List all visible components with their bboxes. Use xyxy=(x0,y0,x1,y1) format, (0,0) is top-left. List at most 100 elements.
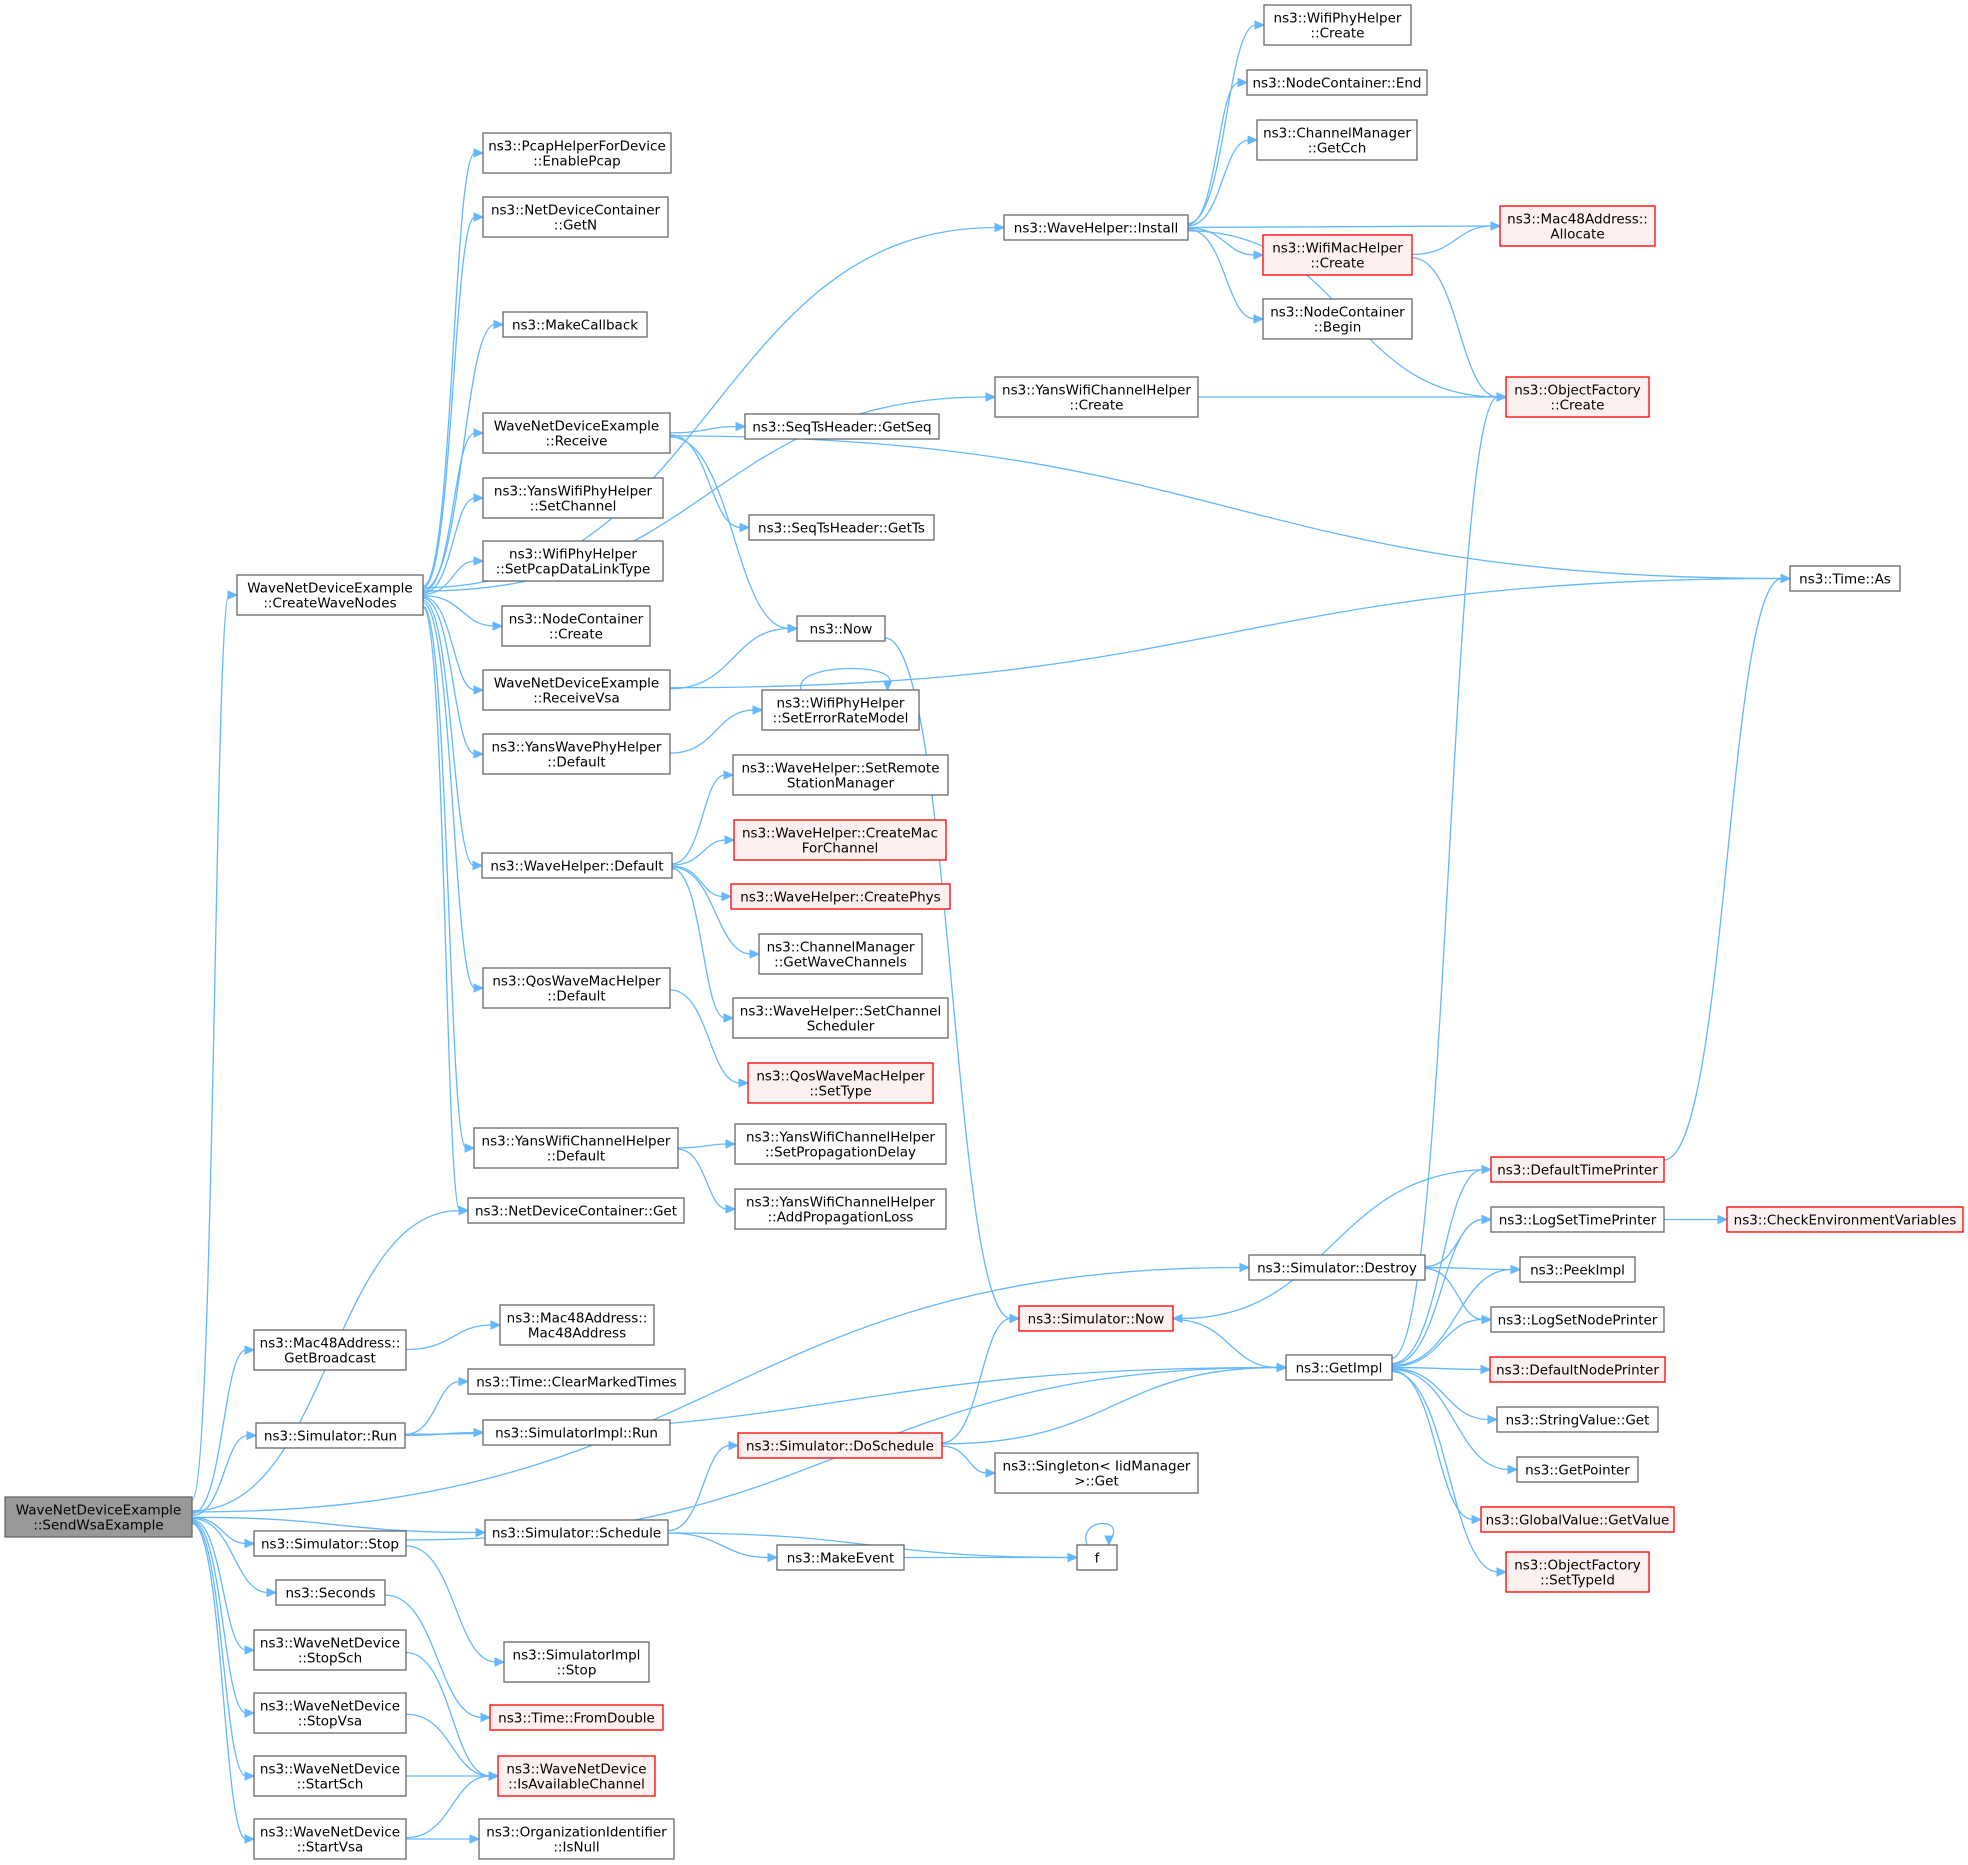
node-is-available-channel[interactable]: ns3::WaveNetDevice::IsAvailableChannel xyxy=(497,1755,656,1797)
node-time-from-double[interactable]: ns3::Time::FromDouble xyxy=(489,1704,664,1731)
node-seconds[interactable]: ns3::Seconds xyxy=(275,1579,386,1606)
node-nc-begin[interactable]: ns3::NodeContainer::Begin xyxy=(1262,298,1413,340)
call-edge xyxy=(941,1445,988,1474)
node-wave-helper-install[interactable]: ns3::WaveHelper::Install xyxy=(1003,214,1189,241)
node-enable-pcap[interactable]: ns3::PcapHelperForDevice::EnablePcap xyxy=(482,132,672,174)
node-label: ns3::GlobalValue::GetValue xyxy=(1486,1513,1670,1529)
node-box xyxy=(1262,234,1413,276)
node-box xyxy=(733,819,947,861)
node-ndc-get-n[interactable]: ns3::NetDeviceContainer::GetN xyxy=(482,196,669,238)
node-default-node-printer[interactable]: ns3::DefaultNodePrinter xyxy=(1489,1356,1666,1383)
node-create-phys[interactable]: ns3::WaveHelper::CreatePhys xyxy=(730,883,951,910)
call-edge-arrowhead xyxy=(735,421,747,432)
node-box xyxy=(1726,1206,1964,1233)
node-label: GetBroadcast xyxy=(284,1351,376,1367)
node-sim-run[interactable]: ns3::Simulator::Run xyxy=(255,1422,406,1449)
node-receive[interactable]: WaveNetDeviceExample::Receive xyxy=(482,412,671,454)
node-mac-get-broadcast[interactable]: ns3::Mac48Address::GetBroadcast xyxy=(253,1329,407,1371)
node-wifi-phy-create[interactable]: ns3::WifiPhyHelper::Create xyxy=(1263,4,1412,46)
node-org-id-is-null[interactable]: ns3::OrganizationIdentifier::IsNull xyxy=(478,1818,675,1860)
node-check-env-vars[interactable]: ns3::CheckEnvironmentVariables xyxy=(1726,1206,1964,1233)
node-label: ns3::ObjectFactory xyxy=(1514,383,1641,399)
node-set-propagation-delay[interactable]: ns3::YansWifiChannelHelper::SetPropagati… xyxy=(734,1123,947,1165)
node-mac-allocate[interactable]: ns3::Mac48Address::Allocate xyxy=(1499,205,1656,247)
node-string-value-get[interactable]: ns3::StringValue::Get xyxy=(1496,1406,1659,1433)
node-log-set-time-printer[interactable]: ns3::LogSetTimePrinter xyxy=(1490,1206,1665,1233)
call-edge-arrowhead xyxy=(493,319,505,330)
node-sim-stop[interactable]: ns3::Simulator::Stop xyxy=(253,1530,407,1557)
node-sim-impl-stop[interactable]: ns3::SimulatorImpl::Stop xyxy=(503,1641,650,1683)
node-yans-chan-create[interactable]: ns3::YansWifiChannelHelper::Create xyxy=(994,376,1199,418)
node-sim-destroy[interactable]: ns3::Simulator::Destroy xyxy=(1248,1254,1426,1281)
node-start-vsa[interactable]: ns3::WaveNetDevice::StartVsa xyxy=(253,1818,407,1860)
node-time-as[interactable]: ns3::Time::As xyxy=(1789,565,1901,592)
call-edge-arrowhead xyxy=(1253,314,1265,324)
node-singleton-get[interactable]: ns3::Singleton< IidManager>::Get xyxy=(994,1452,1199,1494)
node-start-sch[interactable]: ns3::WaveNetDevice::StartSch xyxy=(253,1755,407,1797)
node-mac48ctor[interactable]: ns3::Mac48Address::Mac48Address xyxy=(499,1304,655,1346)
node-now[interactable]: ns3::Now xyxy=(796,615,886,642)
node-qos-set-type[interactable]: ns3::QosWaveMacHelper::SetType xyxy=(747,1062,934,1104)
node-set-pcap-dlt[interactable]: ns3::WifiPhyHelper::SetPcapDataLinkType xyxy=(482,540,664,582)
node-label: ns3::WifiPhyHelper xyxy=(509,547,637,563)
node-label: ns3::PeekImpl xyxy=(1530,1263,1625,1279)
node-seq-get-ts[interactable]: ns3::SeqTsHeader::GetTs xyxy=(748,514,935,541)
node-peek-impl[interactable]: ns3::PeekImpl xyxy=(1519,1256,1636,1283)
call-edge-arrowhead xyxy=(464,1143,476,1153)
node-yans-phy-set-channel[interactable]: ns3::YansWifiPhyHelper::SetChannel xyxy=(482,477,664,519)
node-yans-chan-default[interactable]: ns3::YansWifiChannelHelper::Default xyxy=(473,1127,679,1169)
node-global-get-value[interactable]: ns3::GlobalValue::GetValue xyxy=(1480,1506,1675,1533)
node-label: ns3::Simulator::Schedule xyxy=(492,1526,661,1542)
node-ndc-get[interactable]: ns3::NetDeviceContainer::Get xyxy=(467,1197,685,1224)
node-make-callback[interactable]: ns3::MakeCallback xyxy=(502,311,648,338)
node-obj-factory-set-type-id[interactable]: ns3::ObjectFactory::SetTypeId xyxy=(1505,1551,1650,1593)
call-edge-arrowhead xyxy=(1247,135,1259,145)
node-sim-now[interactable]: ns3::Simulator::Now xyxy=(1018,1305,1174,1332)
node-default-time-printer[interactable]: ns3::DefaultTimePrinter xyxy=(1490,1156,1665,1183)
node-stop-vsa[interactable]: ns3::WaveNetDevice::StopVsa xyxy=(253,1692,407,1734)
call-edge xyxy=(191,1516,247,1545)
node-get-cch[interactable]: ns3::ChannelManager::GetCch xyxy=(1256,119,1418,161)
node-obj-factory-create[interactable]: ns3::ObjectFactory::Create xyxy=(1505,376,1650,418)
node-yans-wave-phy-default[interactable]: ns3::YansWavePhyHelper::Default xyxy=(482,733,671,775)
call-edge-arrowhead xyxy=(1510,1264,1522,1275)
node-log-set-node-printer[interactable]: ns3::LogSetNodePrinter xyxy=(1490,1306,1665,1333)
call-edge xyxy=(677,1148,728,1210)
node-add-propagation-loss[interactable]: ns3::YansWifiChannelHelper::AddPropagati… xyxy=(734,1188,947,1230)
node-qos-wave-mac-default[interactable]: ns3::QosWaveMacHelper::Default xyxy=(482,967,671,1009)
node-get-pointer[interactable]: ns3::GetPointer xyxy=(1516,1456,1639,1483)
node-set-error-rate-model[interactable]: ns3::WifiPhyHelper::SetErrorRateModel xyxy=(761,689,920,731)
node-wifi-mac-create[interactable]: ns3::WifiMacHelper::Create xyxy=(1262,234,1413,276)
node-label: ns3::YansWifiChannelHelper xyxy=(1002,383,1191,399)
call-edge xyxy=(671,839,727,866)
node-sim-schedule[interactable]: ns3::Simulator::Schedule xyxy=(484,1519,669,1546)
node-box xyxy=(482,196,669,238)
node-receive-vsa[interactable]: WaveNetDeviceExample::ReceiveVsa xyxy=(482,669,671,711)
call-edge xyxy=(404,1380,461,1436)
node-get-wave-channels[interactable]: ns3::ChannelManager::GetWaveChannels xyxy=(758,933,923,975)
node-box xyxy=(482,1419,671,1446)
node-get-impl[interactable]: ns3::GetImpl xyxy=(1285,1354,1393,1381)
node-clear-marked-times[interactable]: ns3::Time::ClearMarkedTimes xyxy=(467,1368,686,1395)
node-do-schedule[interactable]: ns3::Simulator::DoSchedule xyxy=(737,1432,943,1459)
node-label: ns3::NetDeviceContainer xyxy=(491,203,661,219)
node-wave-helper-default[interactable]: ns3::WaveHelper::Default xyxy=(481,852,673,879)
node-seq-get-seq[interactable]: ns3::SeqTsHeader::GetSeq xyxy=(744,413,940,440)
node-sim-impl-run[interactable]: ns3::SimulatorImpl::Run xyxy=(482,1419,671,1446)
node-make-event[interactable]: ns3::MakeEvent xyxy=(776,1544,905,1571)
call-edge xyxy=(1424,1218,1484,1268)
node-f[interactable]: f xyxy=(1076,1544,1118,1571)
node-create-wave-nodes[interactable]: WaveNetDeviceExample::CreateWaveNodes xyxy=(236,574,424,616)
call-edge-arrowhead xyxy=(1496,1567,1508,1577)
node-box xyxy=(275,1579,386,1606)
node-label: ns3::Mac48Address:: xyxy=(507,1311,648,1327)
node-stop-sch[interactable]: ns3::WaveNetDevice::StopSch xyxy=(253,1629,407,1671)
node-nc-end[interactable]: ns3::NodeContainer::End xyxy=(1246,69,1428,96)
node-node-container-create[interactable]: ns3::NodeContainer::Create xyxy=(501,605,651,647)
node-label: ::CreateWaveNodes xyxy=(263,596,396,612)
node-label: ns3::DefaultTimePrinter xyxy=(1497,1163,1658,1179)
node-box xyxy=(1246,69,1428,96)
